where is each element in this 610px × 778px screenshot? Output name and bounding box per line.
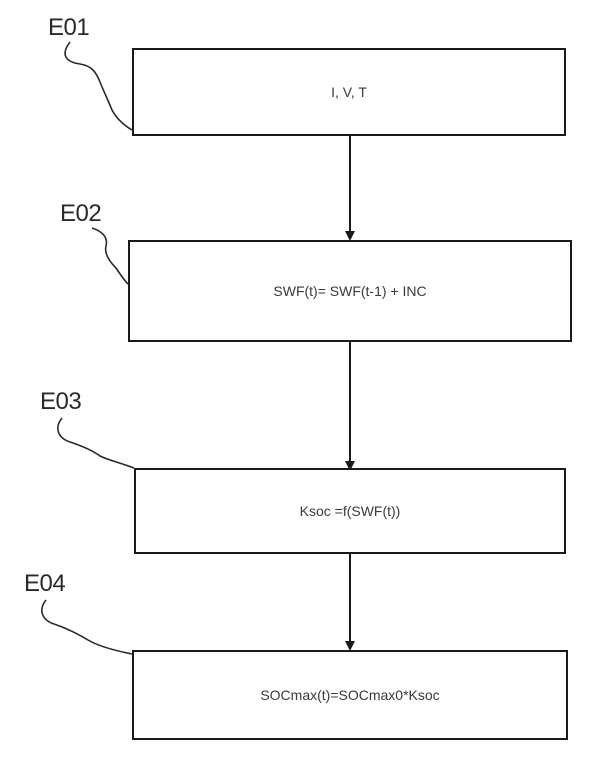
process-box-e02: SWF(t)= SWF(t-1) + INC: [128, 240, 572, 342]
process-box-e03-text: Ksoc =f(SWF(t)): [300, 503, 401, 519]
process-box-e04: SOCmax(t)=SOCmax0*Ksoc: [132, 650, 568, 740]
leader-line-e03: [58, 418, 134, 468]
step-label-e02: E02: [60, 200, 101, 228]
step-label-e01: E01: [48, 14, 89, 42]
step-label-e04: E04: [24, 570, 65, 598]
leader-line-e04: [42, 600, 132, 654]
process-box-e03: Ksoc =f(SWF(t)): [134, 468, 566, 554]
process-box-e01: I, V, T: [132, 48, 566, 136]
leader-line-e02: [92, 228, 128, 284]
step-label-e03: E03: [40, 388, 81, 416]
process-box-e01-text: I, V, T: [331, 84, 367, 100]
process-box-e04-text: SOCmax(t)=SOCmax0*Ksoc: [260, 687, 439, 703]
leader-line-e01: [65, 42, 132, 130]
process-box-e02-text: SWF(t)= SWF(t-1) + INC: [273, 283, 426, 299]
